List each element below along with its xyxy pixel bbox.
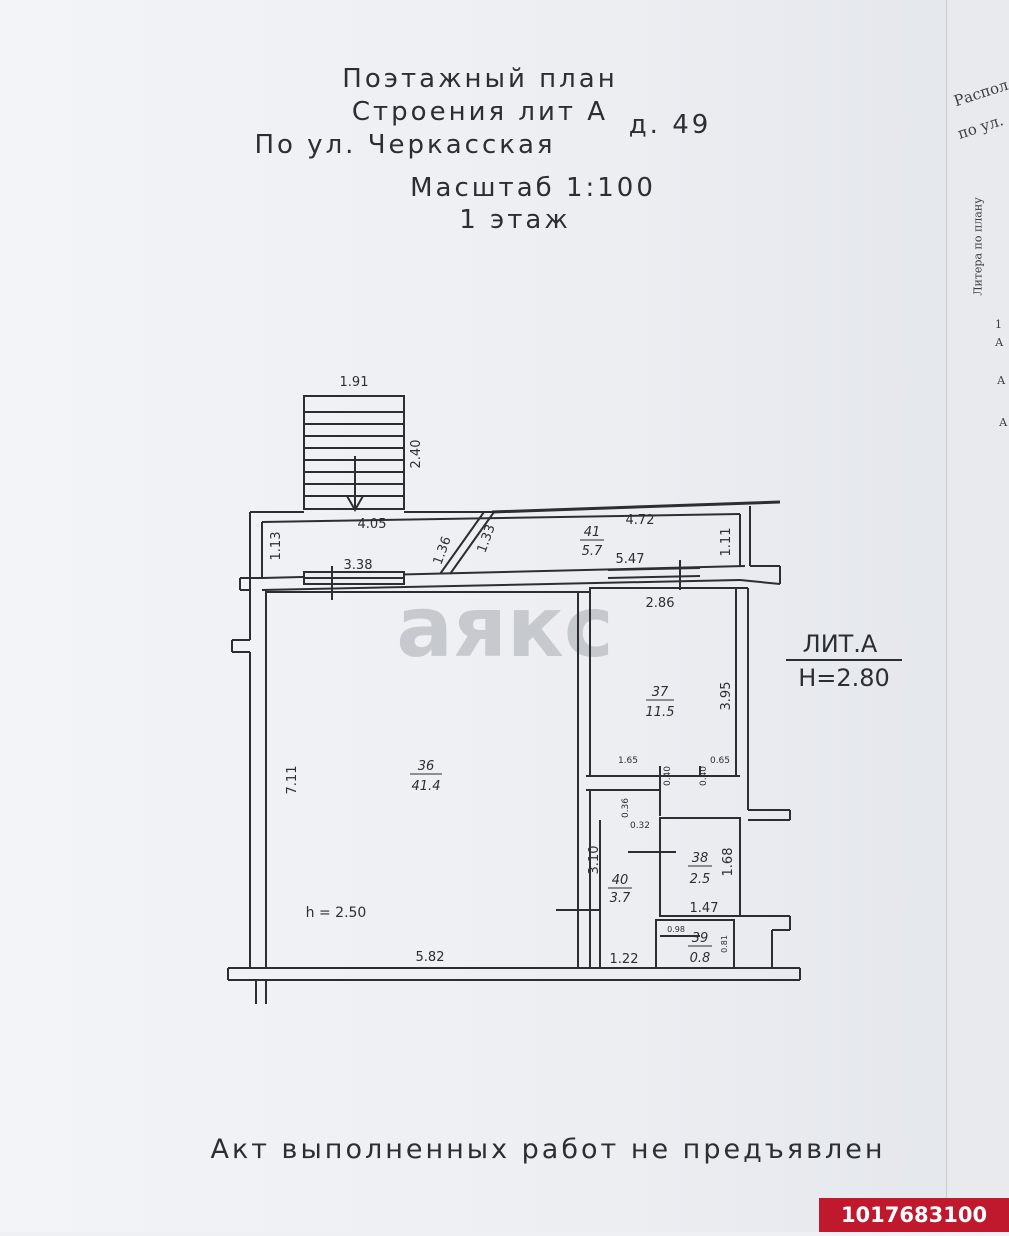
scale-label: Масштаб 1:100 bbox=[410, 173, 656, 203]
dim-diag-a: 1.36 bbox=[431, 535, 455, 567]
side-cell-3: А bbox=[997, 374, 1006, 387]
dim-098: 0.98 bbox=[667, 925, 685, 934]
room-38-number: 38 bbox=[692, 851, 709, 866]
side-column-header: Литера по плану bbox=[971, 197, 985, 296]
room-labels: 41 5.7 36 41.4 37 11.5 38 2.5 40 3.7 39 … bbox=[410, 525, 712, 966]
dim-room36-height: 7.11 bbox=[285, 766, 300, 795]
ceiling-height: h = 2.50 bbox=[306, 905, 367, 921]
room-39-number: 39 bbox=[692, 931, 709, 946]
dim-065: 0.65 bbox=[710, 756, 730, 766]
side-cell-1: 1 bbox=[995, 318, 1002, 331]
dim-stair-length: 2.40 bbox=[409, 440, 424, 469]
street-label: По ул. Черкасская bbox=[254, 130, 555, 160]
house-number: д. 49 bbox=[629, 110, 712, 140]
dim-040a: 0.40 bbox=[663, 766, 673, 786]
plan-title: Поэтажный план bbox=[342, 64, 617, 94]
dim-081: 0.81 bbox=[720, 935, 729, 953]
room-37 bbox=[589, 587, 737, 777]
room-37-number: 37 bbox=[652, 685, 669, 700]
room-41-number: 41 bbox=[584, 525, 601, 540]
dim-room40-height: 3.10 bbox=[587, 846, 602, 875]
listing-id-badge: 1017683100 bbox=[819, 1198, 1009, 1232]
side-cell-4: А bbox=[999, 416, 1008, 429]
dim-room36-width: 5.82 bbox=[416, 950, 445, 965]
room-37-area: 11.5 bbox=[646, 705, 675, 720]
dim-room40-width: 1.22 bbox=[610, 952, 639, 967]
lit-label: ЛИТ.А bbox=[803, 630, 878, 658]
footer-note: Акт выполненных работ не предъявлен bbox=[210, 1134, 885, 1165]
side-cell-2: А bbox=[995, 336, 1004, 349]
dim-diag-b: 1.33 bbox=[475, 523, 499, 555]
dim-room37-width: 2.86 bbox=[646, 596, 675, 611]
room-40-area: 3.7 bbox=[610, 891, 631, 906]
floor-plan-drawing: Поэтажный план Строения лит А По ул. Чер… bbox=[210, 64, 902, 1165]
room-40-number: 40 bbox=[612, 873, 629, 888]
dim-room37-height: 3.95 bbox=[719, 682, 734, 711]
dim-040b: 0.40 bbox=[699, 766, 709, 786]
walls bbox=[227, 395, 801, 1004]
height-label: H=2.80 bbox=[798, 664, 890, 692]
dim-stair-width: 1.91 bbox=[340, 375, 369, 390]
dim-room38-height: 1.68 bbox=[721, 848, 736, 877]
dim-036: 0.36 bbox=[621, 798, 631, 818]
dim-corridor-left: 4.05 bbox=[358, 517, 387, 532]
room-41-area: 5.7 bbox=[582, 544, 603, 559]
dim-wall-b: 5.47 bbox=[616, 552, 645, 567]
dim-corridor-right: 4.72 bbox=[626, 513, 655, 528]
dim-165: 1.65 bbox=[618, 756, 638, 766]
room-38 bbox=[659, 817, 741, 917]
room-38-area: 2.5 bbox=[690, 872, 711, 887]
building-title: Строения лит А bbox=[352, 97, 608, 127]
dim-032: 0.32 bbox=[630, 821, 650, 831]
dim-corridor-height-right: 1.11 bbox=[719, 528, 734, 557]
dim-room38-width: 1.47 bbox=[690, 901, 719, 916]
room-39-area: 0.8 bbox=[690, 951, 711, 966]
side-text-2: по ул. bbox=[955, 111, 1006, 143]
adjacent-page: Распол по ул. Литера по плану 1 А А А bbox=[946, 0, 1009, 1232]
dim-corridor-height-left: 1.13 bbox=[269, 532, 284, 561]
room-36-area: 41.4 bbox=[412, 779, 441, 794]
room-36-number: 36 bbox=[418, 759, 435, 774]
side-text-1: Распол bbox=[951, 75, 1009, 111]
dim-wall-a: 3.38 bbox=[344, 558, 373, 573]
floor-label: 1 этаж bbox=[459, 205, 571, 235]
